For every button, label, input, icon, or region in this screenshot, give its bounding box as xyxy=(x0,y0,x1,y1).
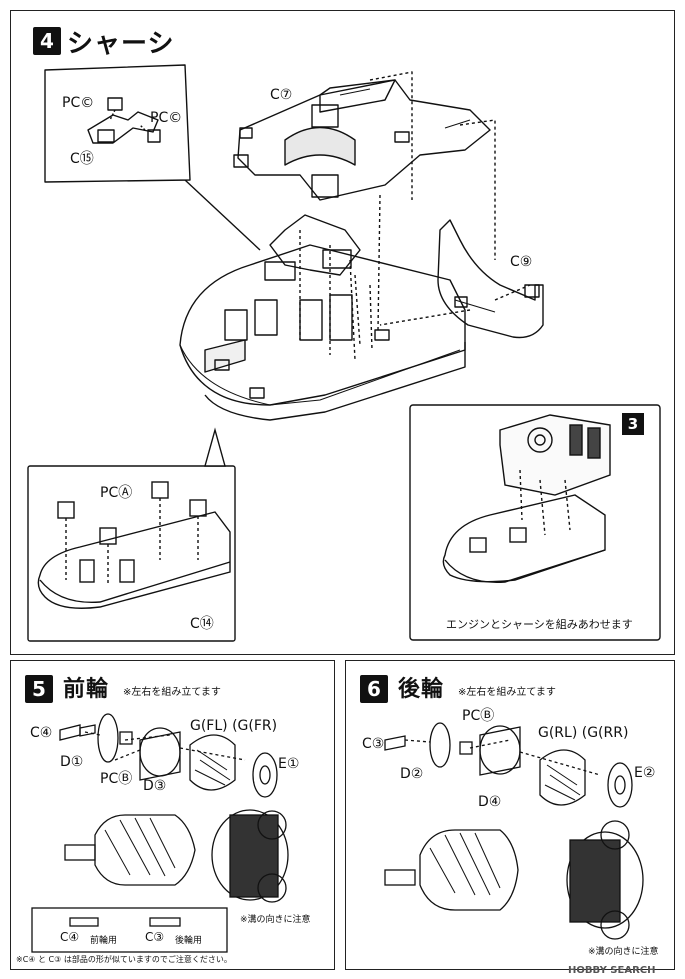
label-g-rear: G(RL) (G(RR) xyxy=(538,725,629,741)
label-c3: C③ xyxy=(362,736,385,752)
label-e1: E① xyxy=(278,756,300,772)
label-pc-b-6: PCⒷ xyxy=(462,708,495,724)
sub-step-ref-badge: 3 xyxy=(622,413,644,435)
step5-note: ※左右を組み立てます xyxy=(123,687,221,698)
step6-title: 後輪 xyxy=(398,677,445,702)
label-pc-c-left: PC© xyxy=(62,95,95,111)
label-c14: C⑭ xyxy=(190,616,214,632)
label-c4: C④ xyxy=(30,725,53,741)
label-d3: D③ xyxy=(143,778,167,794)
step6-caution: ※溝の向きに注意 xyxy=(588,947,659,957)
label-d1: D① xyxy=(60,754,84,770)
legend-rear-use: 後輪用 xyxy=(175,936,203,946)
label-d4: D④ xyxy=(478,794,502,810)
label-d2: D② xyxy=(400,766,424,782)
label-c7: C⑦ xyxy=(270,87,293,103)
step5-caution: ※溝の向きに注意 xyxy=(240,915,311,925)
step5-badge: 5 xyxy=(25,675,53,703)
legend-rear-label: C③ xyxy=(145,930,165,944)
label-g-front: G(FL) (G(FR) xyxy=(190,718,278,734)
step4-badge: 4 xyxy=(33,27,61,55)
label-pc-c-right: PC© xyxy=(150,110,183,126)
step6-panel: 6 後輪 ※左右を組み立てます xyxy=(345,660,675,970)
label-c15: C⑮ xyxy=(70,151,94,167)
step4-title: シャーシ xyxy=(67,29,175,59)
watermark: HOBBY SEARCH xyxy=(568,965,656,976)
legend-front-use: 前輪用 xyxy=(90,936,118,946)
label-e2: E② xyxy=(634,765,656,781)
label-pc-a: PCⒶ xyxy=(100,485,133,501)
step6-badge: 6 xyxy=(360,675,388,703)
legend-front-label: C④ xyxy=(60,930,80,944)
step6-note: ※左右を組み立てます xyxy=(458,687,556,698)
sub-step-caption: エンジンとシャーシを組みあわせます xyxy=(446,618,633,631)
label-pc-b-5: PCⒷ xyxy=(100,771,133,787)
label-c9: C⑨ xyxy=(510,254,533,270)
step5-title: 前輪 xyxy=(63,677,110,702)
step5-footnote: ※C④ と C③ は部品の形が似ていますのでご注意ください。 xyxy=(16,955,232,964)
